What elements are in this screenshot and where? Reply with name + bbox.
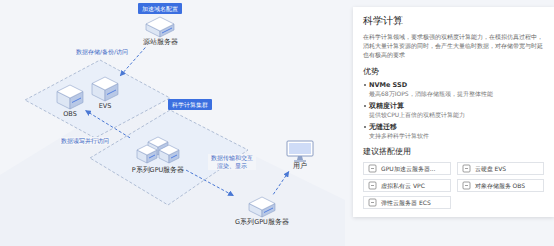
- edge-label: 数据读写并行访问: [60, 137, 110, 145]
- panel-title: 科学计算: [363, 15, 544, 27]
- cube-accent: [162, 28, 172, 33]
- resource-node: G系列GPU服务器: [235, 196, 289, 226]
- product-name: 弹性云服务器 ECS: [381, 199, 431, 207]
- tag-label: 科学计算集群: [172, 101, 208, 108]
- monitor-icon: [285, 140, 315, 162]
- server-icon: [248, 196, 276, 218]
- section-heading: 优势: [363, 67, 544, 77]
- btn-icon: [462, 181, 471, 190]
- product-icon-frame: [463, 182, 470, 189]
- cube-top-face: [57, 85, 83, 98]
- feature-title: 无缝迁移: [363, 123, 544, 131]
- bullet-dot: [364, 105, 366, 107]
- btn-icon: [368, 164, 377, 173]
- bullet-dot: [364, 84, 366, 86]
- product-icon-mark: [465, 185, 468, 186]
- feature-text: 最高68万IOPS，消除存储瓶颈，提升整体性能: [363, 90, 544, 98]
- product-name: 对象存储服务 OBS: [475, 182, 525, 190]
- product-icon-frame: [369, 182, 376, 189]
- cube-accent: [264, 208, 273, 213]
- bullet-dot: [364, 126, 366, 128]
- info-panel: 科学计算在科学计算领域，要求极强的双精度计算能力，在模拟仿真过程中，消耗大量计算…: [353, 7, 554, 217]
- edge-label: 数据传输和交互 渲染、显示: [208, 154, 256, 170]
- product-icon-mark: [371, 185, 374, 186]
- product-icon-frame: [463, 165, 470, 172]
- feature-text: 提供较CPU上百倍的双精度计算能力: [363, 111, 544, 119]
- node-label: EVS: [91, 102, 119, 110]
- resource-node: P系列GPU服务器: [132, 136, 185, 174]
- cube-accent: [107, 90, 116, 95]
- resource-node: OBS: [56, 84, 84, 118]
- feature-text: 支持多种科学计算软件: [363, 132, 544, 140]
- cluster-icon: [132, 136, 184, 166]
- feature-title: 双精度计算: [363, 102, 544, 110]
- cube-top-face: [137, 145, 157, 155]
- product-icon-mark: [465, 168, 468, 169]
- data-flow-arrow: [86, 111, 130, 138]
- monitor-frame: [287, 141, 313, 156]
- section-heading: 建议搭配使用: [363, 147, 544, 157]
- product-name: 云硬盘 EVS: [475, 165, 507, 173]
- monitor-base: [294, 161, 306, 162]
- product-icon-frame: [369, 199, 376, 206]
- node-label: OBS: [56, 110, 84, 118]
- resource-node: EVS: [91, 76, 119, 110]
- monitor-screen: [289, 143, 311, 154]
- feature-title: NVMe SSD: [363, 81, 544, 89]
- cluster-tag: 加速域名配置: [138, 3, 182, 14]
- cluster-tag: 科学计算集群: [168, 99, 212, 110]
- node-label: P系列GPU服务器: [132, 166, 185, 174]
- cube-top-face: [92, 77, 118, 90]
- cube-accent: [171, 155, 177, 158]
- data-flow-arrow: [273, 172, 288, 195]
- product-button: 对象存储服务 OBS: [457, 179, 545, 192]
- product-name: GPU加速云服务器...: [381, 165, 435, 173]
- btn-icon: [462, 164, 471, 173]
- product-name: 虚拟私有云 VPC: [381, 182, 425, 190]
- product-icon-mark: [371, 168, 374, 169]
- cube-top-face: [249, 197, 275, 210]
- floor-plane: [0, 95, 345, 246]
- edge-label: 数据存储/备份/访问: [75, 48, 129, 56]
- cube-accent: [149, 155, 155, 158]
- server-icon: [145, 16, 175, 38]
- btn-icon: [368, 198, 377, 207]
- cube-icon: [91, 76, 119, 102]
- tag-label: 加速域名配置: [142, 5, 178, 12]
- product-button: 弹性云服务器 ECS: [363, 196, 451, 209]
- product-button: 云硬盘 EVS: [457, 162, 545, 175]
- node-label: 用户: [285, 162, 315, 170]
- product-icon-frame: [369, 165, 376, 172]
- product-grid: GPU加速云服务器... 云硬盘 EVS 虚拟私有云 VPC 对象存储服务 OBS 弹性…: [363, 162, 544, 209]
- resource-node: 用户: [285, 140, 315, 170]
- node-label: 源站服务器: [143, 38, 178, 46]
- btn-icon: [368, 181, 377, 190]
- cube-icon: [56, 84, 84, 110]
- product-icon-mark: [371, 202, 374, 203]
- monitor-stand: [297, 156, 303, 160]
- product-button: 虚拟私有云 VPC: [363, 179, 451, 192]
- cube-top-face: [148, 137, 168, 147]
- cube-top-face: [159, 145, 179, 155]
- product-button: GPU加速云服务器...: [363, 162, 451, 175]
- cube-accent: [72, 98, 81, 103]
- panel-paragraph: 在科学计算领域，要求极强的双精度计算能力，在模拟仿真过程中，消耗大量计算资源的同…: [363, 32, 544, 59]
- resource-node: 源站服务器: [143, 16, 178, 46]
- node-label: G系列GPU服务器: [235, 218, 289, 226]
- data-flow-arrow: [186, 170, 233, 195]
